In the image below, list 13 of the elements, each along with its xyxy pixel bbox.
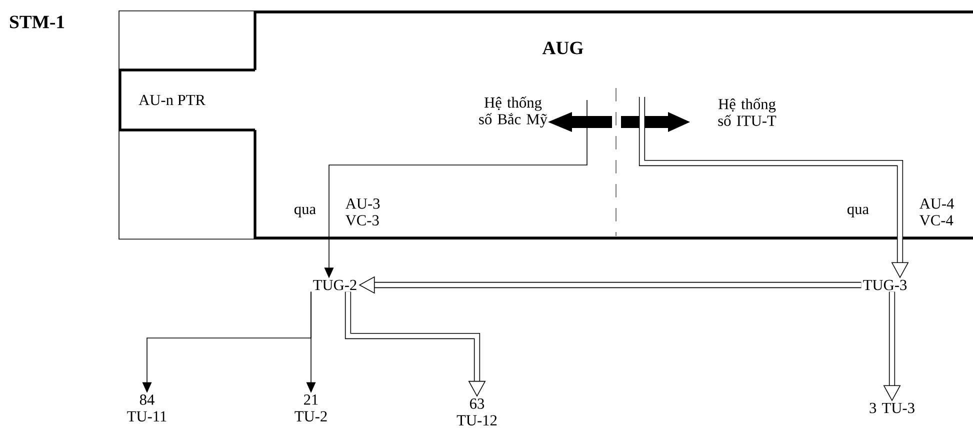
system-label: Hệ thống số ITU-T bbox=[718, 98, 776, 126]
signal-label: AU-4 VC-4 bbox=[920, 198, 954, 226]
edge-label: qua bbox=[847, 206, 869, 218]
unit-label: 3 TU-3 bbox=[870, 402, 914, 414]
unit-label: 84 TU-11 bbox=[127, 394, 166, 422]
unit-label: 63 TU-12 bbox=[456, 398, 497, 426]
system-label: Hệ thống số Bắc Mỹ bbox=[479, 96, 548, 128]
signal-label: AU-3 VC-3 bbox=[346, 198, 380, 226]
group-label: TUG-2 bbox=[313, 280, 356, 290]
edge-label: qua bbox=[294, 206, 316, 218]
group-label: TUG-3 bbox=[863, 280, 907, 290]
unit-label: 21 TU-2 bbox=[294, 394, 327, 422]
pointer-box: AU-n PTR bbox=[118, 68, 255, 132]
